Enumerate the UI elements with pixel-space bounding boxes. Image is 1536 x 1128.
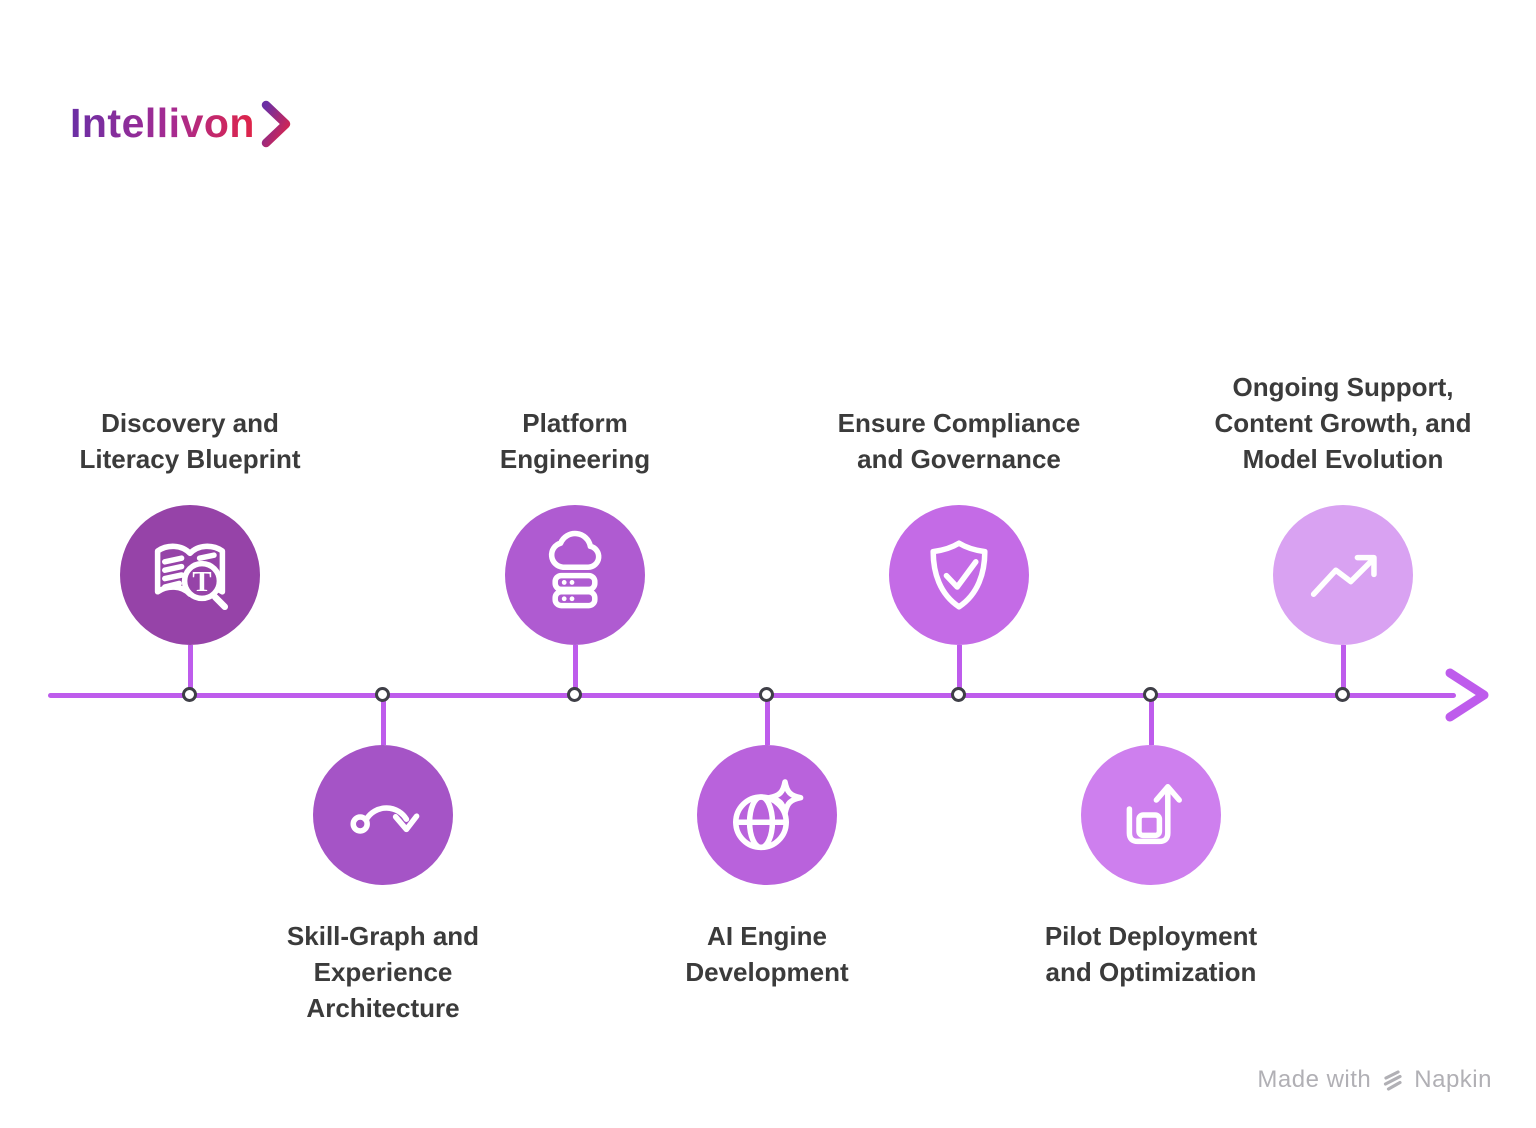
node-stem	[1340, 645, 1346, 695]
node-label: AI Engine Development	[685, 921, 849, 987]
svg-text:T: T	[192, 566, 211, 598]
trend-up-icon	[1310, 554, 1377, 597]
node-stem	[187, 645, 193, 695]
box-arrow-up-icon	[1126, 784, 1182, 845]
logo-wordmark: Intellivon	[70, 99, 255, 146]
napkin-logo-icon	[1384, 1069, 1402, 1091]
made-with-napkin: Made with Napkin	[1257, 1066, 1492, 1094]
intellivon-logo: Intellivon	[70, 98, 293, 148]
node-circle	[1273, 505, 1413, 645]
node-circle	[313, 745, 453, 885]
node-stem	[1148, 695, 1154, 745]
logo-chevron-icon	[261, 100, 291, 148]
node-dot	[1143, 687, 1158, 702]
napkin-brand-text: Napkin	[1414, 1066, 1492, 1093]
node-label: Ongoing Support, Content Growth, and Mod…	[1214, 372, 1472, 474]
cloud-server-icon	[548, 530, 602, 609]
node-circle	[697, 745, 837, 885]
node-label: Platform Engineering	[499, 408, 651, 474]
node-label: Ensure Compliance and Governance	[837, 408, 1081, 474]
node-dot	[182, 687, 197, 702]
made-with-text: Made with	[1257, 1066, 1372, 1093]
book-magnifier-icon: T	[154, 543, 229, 611]
node-label: Skill-Graph and Experience Architecture	[286, 921, 480, 1023]
node-stem	[764, 695, 770, 745]
globe-sparkle-icon	[733, 779, 804, 851]
shield-check-icon	[930, 540, 988, 610]
node-stem	[572, 645, 578, 695]
node-label: Pilot Deployment and Optimization	[1044, 921, 1258, 987]
node-circle: T	[120, 505, 260, 645]
node-dot	[567, 687, 582, 702]
node-stem	[380, 695, 386, 745]
timeline-arrowhead-icon	[1445, 668, 1489, 722]
arc-arrow-icon	[350, 805, 420, 834]
node-label: Discovery and Literacy Blueprint	[79, 408, 301, 474]
timeline-axis	[48, 693, 1456, 698]
node-dot	[951, 687, 966, 702]
node-dot	[1335, 687, 1350, 702]
node-dot	[759, 687, 774, 702]
node-dot	[375, 687, 390, 702]
node-stem	[956, 645, 962, 695]
node-circle	[1081, 745, 1221, 885]
node-circle	[889, 505, 1029, 645]
node-circle	[505, 505, 645, 645]
